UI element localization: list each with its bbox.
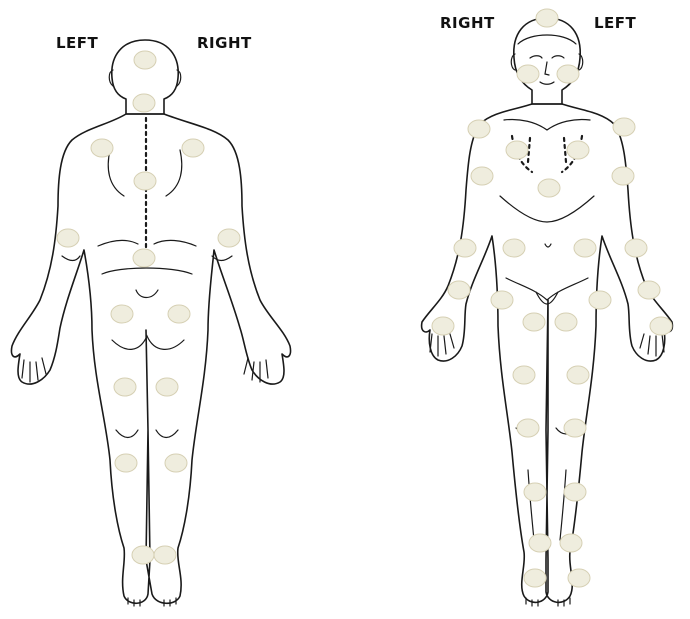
tender-point (513, 366, 535, 384)
tender-point (564, 483, 586, 501)
tender-point (538, 179, 560, 197)
tender-point (468, 120, 490, 138)
tender-point (568, 569, 590, 587)
front-pelvis (506, 278, 588, 300)
front-collarbones (504, 119, 590, 130)
tender-point (91, 139, 113, 157)
front-hairline (518, 35, 576, 44)
back-view-left-label: LEFT (56, 34, 98, 52)
tender-point (491, 291, 513, 309)
front-view-left-label: LEFT (594, 14, 636, 32)
tender-point (165, 454, 187, 472)
tender-point (218, 229, 240, 247)
front-ribcage (500, 196, 594, 222)
tender-point (448, 281, 470, 299)
front-navel (545, 244, 551, 247)
tender-point (524, 483, 546, 501)
tender-point (114, 378, 136, 396)
tender-point (517, 419, 539, 437)
tender-point (555, 313, 577, 331)
tender-point (168, 305, 190, 323)
tender-point (613, 118, 635, 136)
tender-point (154, 546, 176, 564)
tender-point (523, 313, 545, 331)
tender-point (589, 291, 611, 309)
tender-point (471, 167, 493, 185)
tender-point (503, 239, 525, 257)
tender-point (506, 141, 528, 159)
tender-point (567, 366, 589, 384)
tender-point (111, 305, 133, 323)
tender-point (536, 9, 558, 27)
front-fingers-right (640, 334, 664, 356)
tender-point (567, 141, 589, 159)
tender-point (132, 546, 154, 564)
back-view-figure (11, 40, 290, 606)
front-view-figure (422, 18, 673, 606)
tender-point (134, 51, 156, 69)
tender-point (529, 534, 551, 552)
front-view-right-label: RIGHT (440, 14, 495, 32)
tender-point (650, 317, 672, 335)
tender-point (156, 378, 178, 396)
back-toes (128, 598, 176, 606)
tender-point (182, 139, 204, 157)
front-fingers-left (430, 334, 454, 356)
tender-point (432, 317, 454, 335)
tender-point (133, 249, 155, 267)
tender-point (564, 419, 586, 437)
back-sacrum (136, 290, 158, 298)
tender-point (638, 281, 660, 299)
back-knee-lines (116, 430, 178, 438)
tender-point (115, 454, 137, 472)
tender-point (625, 239, 647, 257)
tender-point (133, 94, 155, 112)
tender-point (134, 172, 156, 190)
back-shoulder-blade-left (108, 150, 124, 196)
back-view-right-label: RIGHT (197, 34, 252, 52)
tender-point (612, 167, 634, 185)
front-toes (526, 598, 570, 606)
back-fingers-right (244, 358, 268, 382)
back-buttocks (112, 336, 184, 349)
tender-point (454, 239, 476, 257)
tender-point (524, 569, 546, 587)
back-shoulder-blade-right (166, 150, 182, 196)
back-hip-line (102, 268, 192, 274)
tender-point (557, 65, 579, 83)
tender-point (560, 534, 582, 552)
tender-point (57, 229, 79, 247)
front-head (514, 18, 580, 104)
tender-point (574, 239, 596, 257)
tender-point (517, 65, 539, 83)
